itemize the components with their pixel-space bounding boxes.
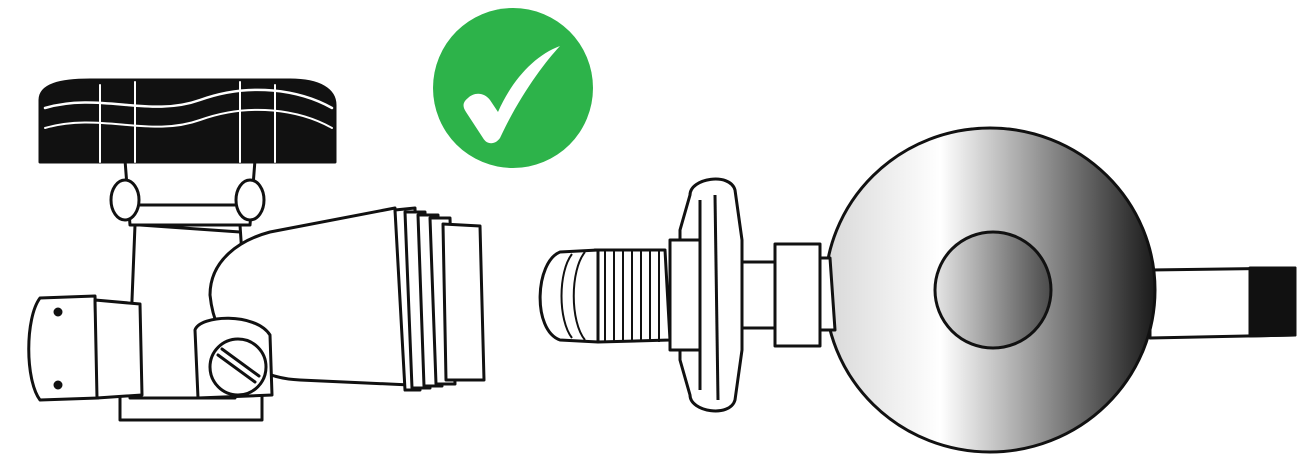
gas-cylinder-valve-icon (29, 80, 484, 420)
checkmark-icon (433, 8, 593, 168)
gas-regulator-icon (540, 128, 1295, 452)
